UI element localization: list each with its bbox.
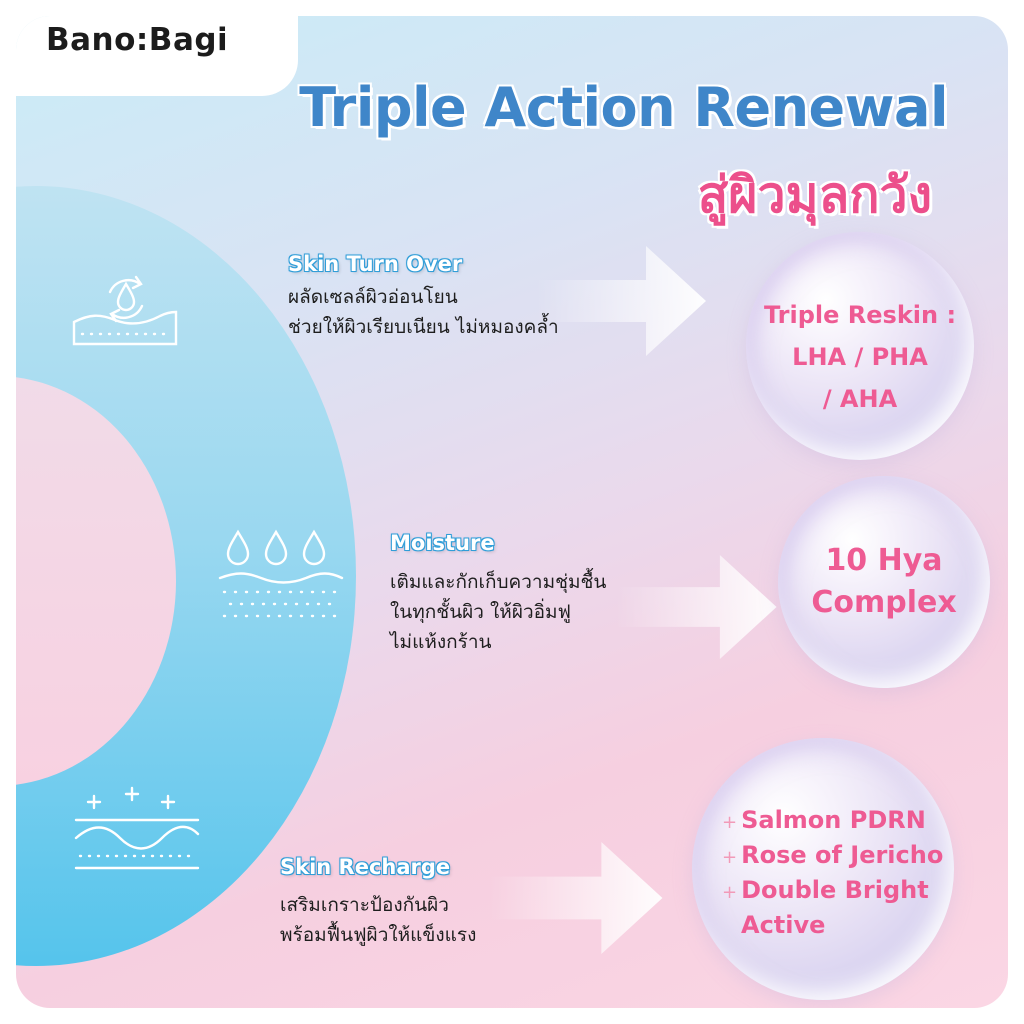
moisture-desc: เติมและกักเก็บความชุ่มชื้น ในทุกชั้นผิว … [390, 571, 607, 653]
ingredients-text: +Salmon PDRN +Rose of Jericho +Double Br… [722, 804, 943, 942]
water-drops-icon [218, 529, 344, 618]
page-subtitle: สู่ผิวมุลกวัง [697, 166, 932, 224]
skin-barrier-icon [74, 786, 200, 870]
brand-tab [16, 16, 298, 96]
ingredient-salmon-pdrn: Salmon PDRN [741, 806, 926, 834]
arrow-1 [536, 246, 706, 356]
triple-reskin-text: Triple Reskin : LHA / PHA / AHA [746, 294, 974, 420]
ingredient-item: Active [722, 909, 943, 942]
triple-reskin-line-3: / AHA [822, 385, 898, 413]
bubble-ingredients [692, 738, 954, 1000]
arrow-2 [616, 555, 777, 659]
hya-complex-line-1: 10 Hya [825, 543, 943, 578]
plus-icon: + [722, 812, 738, 833]
triple-reskin-line-1: Triple Reskin : [763, 301, 957, 329]
ingredient-double-bright: Double Bright [741, 876, 929, 904]
skin-renewal-icon [72, 275, 178, 346]
moisture-label: Moisture [390, 531, 495, 555]
ingredient-active: Active [741, 911, 826, 939]
skin-recharge-desc: เสริมเกราะป้องกันผิว พร้อมฟื้นฟูผิวให้แข… [280, 894, 477, 946]
hya-complex-line-2: Complex [811, 585, 957, 620]
bubble-triple-reskin [746, 232, 974, 460]
plus-icon: + [722, 847, 738, 868]
arrow-3 [489, 842, 663, 954]
skin-recharge-label: Skin Recharge [280, 855, 451, 879]
page-title: Triple Action Renewal [299, 76, 948, 139]
ingredient-rose-of-jericho: Rose of Jericho [741, 841, 944, 869]
ingredient-item: +Rose of Jericho [722, 839, 943, 874]
bubble-hya-complex [778, 476, 990, 688]
plus-icon: + [722, 882, 738, 903]
triple-reskin-line-2: LHA / PHA [792, 343, 928, 371]
infographic-card: Skin Turn Over ผลัดเซลล์ผิวอ่อนโยน ช่วยใ… [16, 16, 1008, 1008]
brand-logo: Bano:Bagi [46, 22, 229, 58]
skin-turn-over-desc: ผลัดเซลล์ผิวอ่อนโยน ช่วยให้ผิวเรียบเนียน… [288, 286, 559, 338]
hya-complex-text: 10 Hya Complex [778, 540, 990, 624]
ingredient-item: +Salmon PDRN [722, 804, 943, 839]
ingredient-item: +Double Bright [722, 874, 943, 909]
skin-turn-over-label: Skin Turn Over [288, 252, 463, 276]
